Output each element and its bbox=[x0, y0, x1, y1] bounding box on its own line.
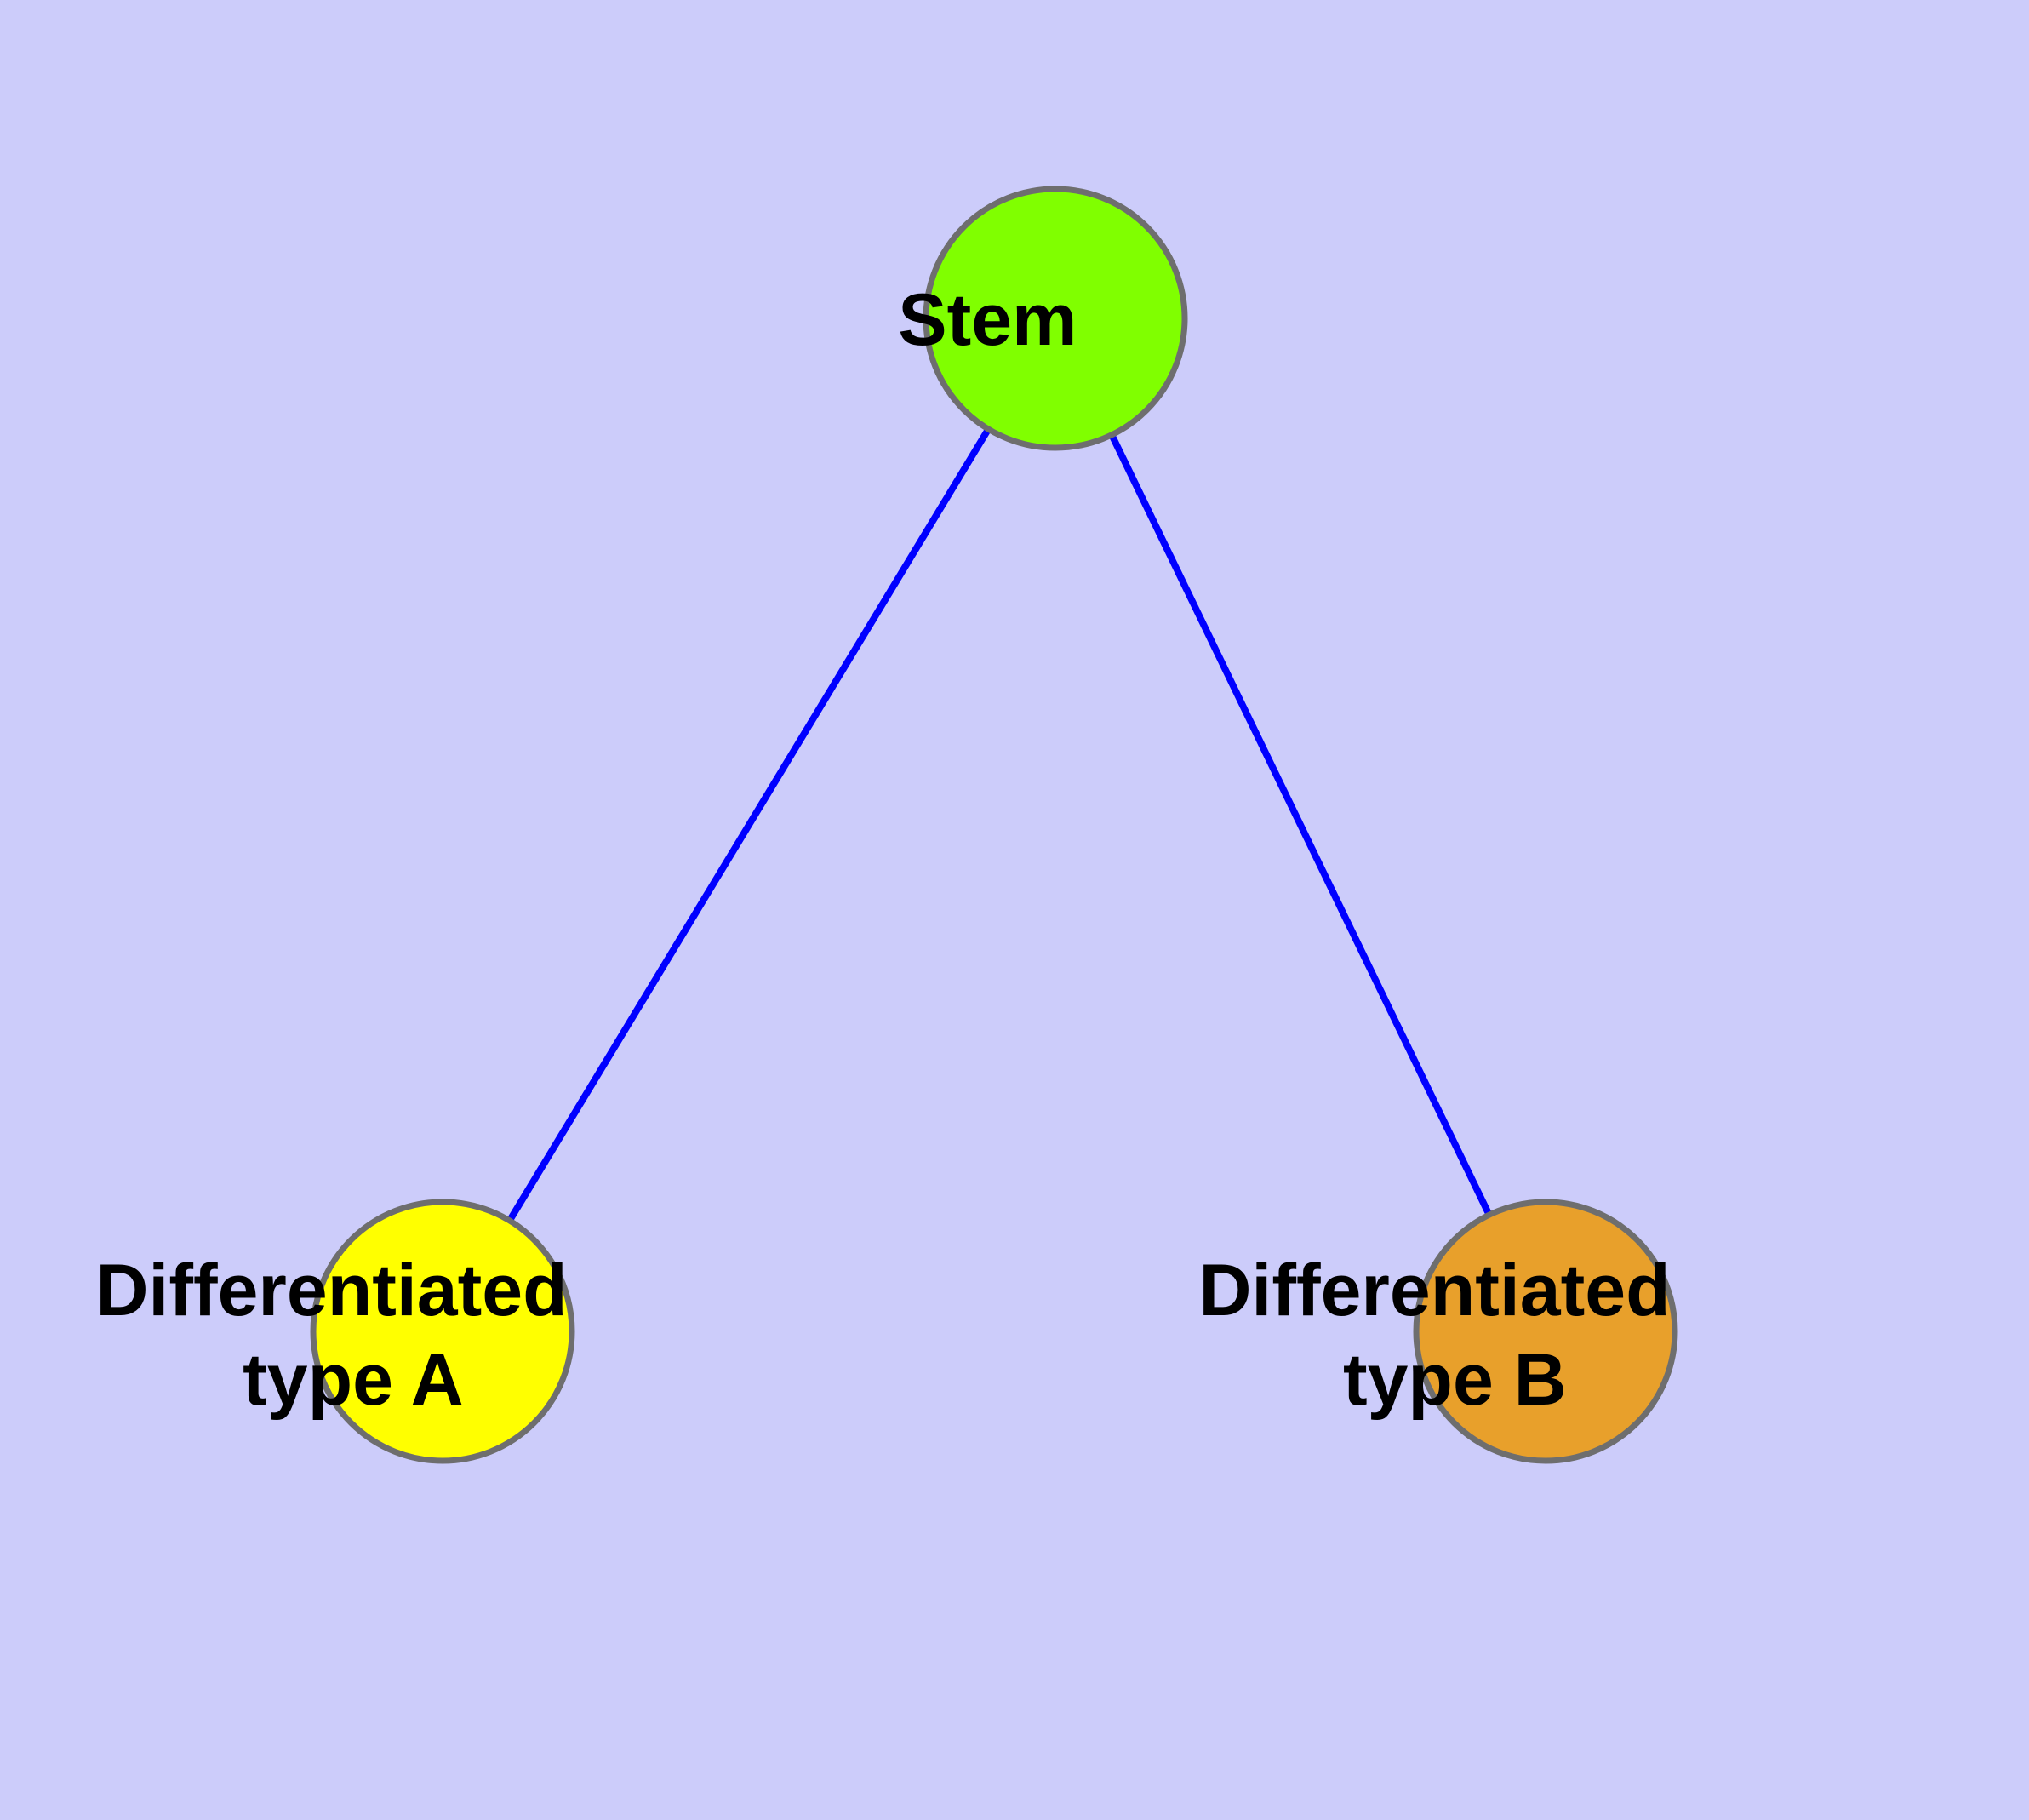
node-differentiated-type-b[interactable] bbox=[1413, 1199, 1678, 1464]
edge-layer bbox=[439, 316, 1549, 1334]
node-differentiated-type-a-label-line-1: Differentiated bbox=[95, 1250, 567, 1331]
node-stem[interactable] bbox=[923, 186, 1188, 451]
edge-stem-to-differentiated-type-b[interactable] bbox=[1052, 317, 1549, 1333]
edge-stem-to-differentiated-type-a[interactable] bbox=[439, 316, 1059, 1334]
node-differentiated-type-b-label: Differentiated type B bbox=[1198, 1250, 1853, 1421]
node-layer bbox=[310, 186, 1678, 1464]
node-stem-label: Stem bbox=[898, 279, 1220, 361]
label-layer: Stem Differentiated type A Differentiate… bbox=[95, 279, 1853, 1421]
node-differentiated-type-a-label: Differentiated type A bbox=[95, 1250, 750, 1421]
node-differentiated-type-a-label-line-2: type A bbox=[243, 1339, 462, 1421]
node-stem-circle[interactable] bbox=[923, 186, 1188, 451]
node-differentiated-type-b-circle[interactable] bbox=[1413, 1199, 1678, 1464]
node-stem-label-line-1: Stem bbox=[898, 279, 1077, 361]
node-differentiated-type-b-label-line-2: type B bbox=[1343, 1339, 1567, 1421]
node-differentiated-type-a[interactable] bbox=[310, 1199, 575, 1464]
node-differentiated-type-b-label-line-1: Differentiated bbox=[1198, 1250, 1670, 1331]
node-differentiated-type-a-circle[interactable] bbox=[310, 1199, 575, 1464]
